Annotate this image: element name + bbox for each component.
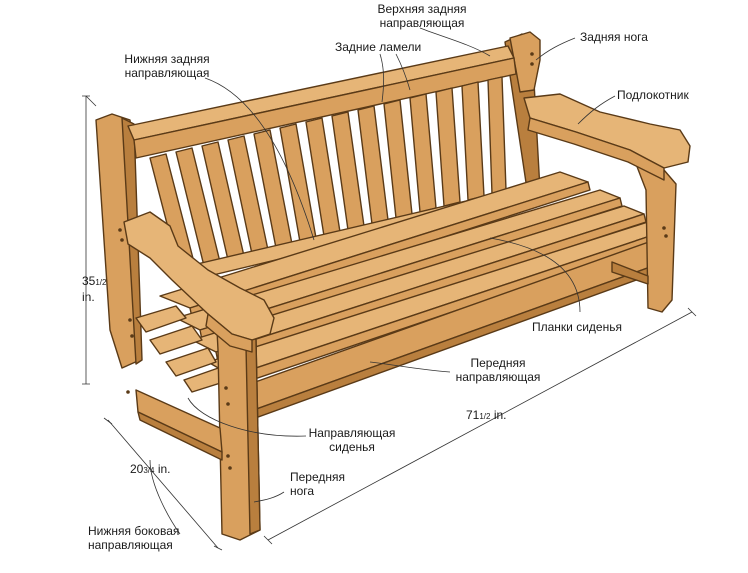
dimension-depth: 203/4 in. (130, 462, 171, 476)
label-front-rail: Передняя направляющая (455, 356, 541, 384)
label-top-back-rail: Верхняя задняя направляющая (377, 2, 467, 30)
right-armrest (523, 93, 691, 181)
label-armrest: Подлокотник (617, 88, 689, 102)
label-front-leg: Передняя нога (290, 470, 346, 498)
top-back-rail (127, 45, 517, 159)
right-front-leg (611, 163, 677, 313)
label-seat-rail: Направляющая сиденья (308, 426, 396, 454)
left-armrest (123, 211, 275, 353)
label-back-slats: Задние ламели (335, 40, 422, 54)
dimension-length: 711/2 in. (466, 408, 507, 422)
label-lower-back-rail: Нижняя задняя направляющая (124, 52, 210, 80)
dimension-height: 351/2 in. (82, 274, 107, 304)
seat-slats (135, 171, 671, 393)
dimension-lines (82, 95, 697, 551)
bolt-holes (118, 52, 668, 470)
label-seat-slats: Планки сиденья (532, 320, 622, 334)
left-lower-side-rail (135, 389, 223, 461)
leader-lines (149, 27, 616, 535)
label-lower-side-rail: Нижняя боковая направляющая (88, 524, 180, 552)
label-back-leg: Задняя нога (580, 30, 648, 44)
